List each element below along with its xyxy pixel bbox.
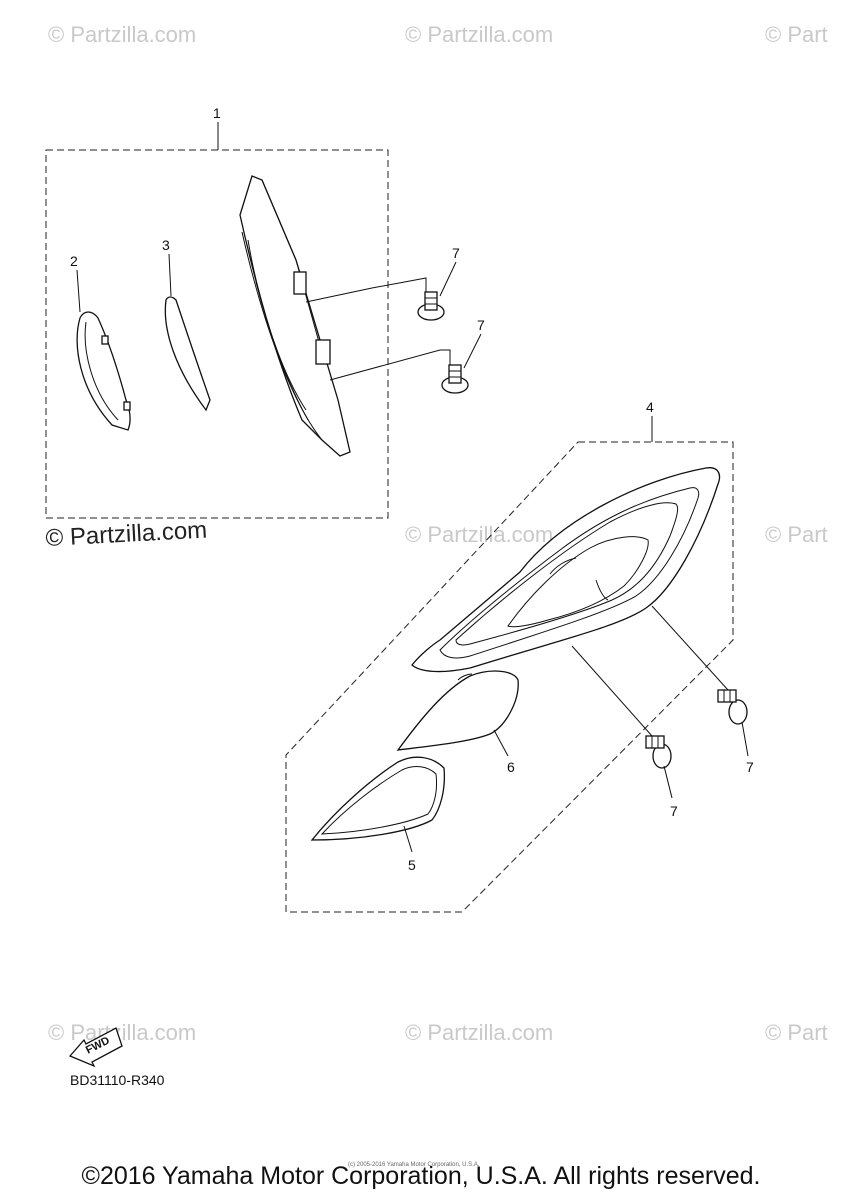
callout-4: 4 [646,399,654,415]
watermark: © Part [765,522,828,547]
watermark: © Partzilla.com [48,1020,196,1045]
callout-7: 7 [477,317,485,333]
callout-7-leader [463,333,482,369]
callout-5: 5 [408,857,416,873]
callout-7-leader [663,765,673,799]
part-7-screw [417,291,445,321]
callout-7-leader [741,721,749,757]
watermark-group: © Partzilla.com © Partzilla.com © Part ©… [45,22,828,1045]
watermark: © Part [765,22,828,47]
part-7-screw [441,364,469,394]
part-3-reflector [164,296,211,412]
callout-2: 2 [70,253,78,269]
copyright-small: (c) 2005-2016 Yamaha Motor Corporation, … [348,1162,480,1168]
part-7-screw [645,735,672,769]
callout-3: 3 [162,237,170,253]
watermark: © Partzilla.com [405,1020,553,1045]
callout-5-leader [403,825,413,853]
part-5-lens [310,756,446,841]
assembly-4-frame [285,441,734,913]
part-7-screw [717,689,748,725]
part-4-housing [411,467,721,673]
callout-1: 1 [213,105,221,121]
watermark: © Part [765,1020,828,1045]
callout-3-leader [168,253,172,297]
screw-leader [571,645,653,737]
watermark: © Partzilla.com [48,22,196,47]
callout-6-leader [493,729,509,757]
assembly-1-frame [45,149,389,519]
screw-leader [329,349,451,381]
part-2-lens [76,311,131,431]
part-6-reflector [396,670,519,751]
watermark: © Partzilla.com [405,22,553,47]
screw-leader [651,605,729,691]
callout-7: 7 [452,245,460,261]
watermark: © Partzilla.com [405,522,553,547]
watermark-prominent: © Partzilla.com [45,517,208,552]
callout-6: 6 [507,759,515,775]
callout-7: 7 [670,803,678,819]
callout-7-leader [439,261,457,297]
diagram-code: BD31110-R340 [70,1072,165,1088]
copyright-notice: ©2016 Yamaha Motor Corporation, U.S.A. A… [81,1162,761,1190]
callout-7: 7 [746,759,754,775]
part-1-housing [239,175,351,457]
callout-2-leader [76,269,81,313]
screw-leader [305,277,427,303]
